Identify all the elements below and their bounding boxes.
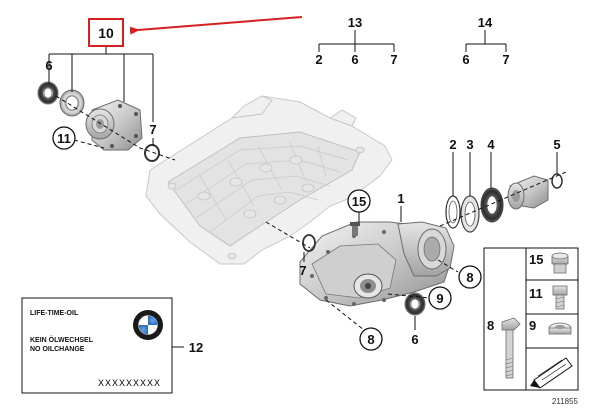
bolt-8-icon	[501, 317, 521, 379]
oil-pan-ghost	[145, 95, 393, 265]
shaft-parts-right	[445, 173, 563, 233]
callout-7-mid: 7	[299, 263, 306, 278]
o-ring-mid	[302, 234, 316, 252]
flange-housing	[85, 99, 143, 151]
callout-7-top: 7	[149, 122, 156, 137]
label-line-1: LIFE-TIME-OIL	[30, 310, 79, 317]
shim-ring	[445, 195, 461, 229]
bmw-logo	[133, 310, 163, 340]
callout-13: 13	[348, 15, 362, 30]
callout-11-circle: 11	[57, 131, 71, 146]
bolt-11-icon	[552, 285, 568, 310]
plug-15-icon	[551, 252, 569, 274]
direction-arrow-icon	[530, 357, 573, 389]
shaft-seal-top	[37, 81, 59, 105]
plug-9-icon	[548, 322, 572, 335]
callout-15-ring	[347, 189, 371, 213]
callout-13-sub-3: 7	[390, 52, 397, 67]
label-line-3: NO OILCHANGE	[30, 346, 85, 353]
callout-2: 2	[449, 137, 456, 152]
callout-9-ring	[428, 286, 452, 310]
red-arrow	[129, 16, 303, 35]
callout-14-sub-1: 6	[462, 52, 469, 67]
callout-11-ring	[52, 126, 76, 150]
legend-8: 8	[487, 318, 494, 333]
callout-6-bottom: 6	[411, 332, 418, 347]
callout-10: 10	[98, 25, 114, 41]
shaft-seal-bottom	[404, 292, 426, 316]
callout-numbers: 13 2 6 7 14 6 7 6 7 11 2 3 4 5 15 1 8 9 …	[45, 15, 560, 355]
callout-8-right: 8	[466, 270, 473, 285]
label-code: XXXXXXXXX	[98, 379, 161, 390]
bearing-top	[59, 89, 85, 117]
o-ring-top	[144, 144, 160, 162]
label-line-2: KEIN ÖLWECHSEL	[30, 335, 94, 344]
flange-assembly	[37, 81, 160, 162]
seal-ring	[460, 195, 480, 233]
highlight-10[interactable]: 10	[88, 18, 124, 47]
leader-lines	[48, 30, 567, 348]
callout-6-top: 6	[45, 58, 52, 73]
callout-8-right-ring	[458, 265, 482, 289]
radial-seal	[480, 187, 504, 223]
callout-3: 3	[466, 137, 473, 152]
callout-9-circle: 9	[436, 291, 443, 306]
callout-1: 1	[397, 191, 404, 206]
legend-15: 15	[529, 252, 543, 267]
callout-13-sub-1: 2	[315, 52, 322, 67]
legend-9: 9	[529, 318, 536, 333]
callout-4: 4	[487, 137, 495, 152]
callout-12: 12	[189, 340, 203, 355]
callout-14-sub-2: 7	[502, 52, 509, 67]
front-axle-differential	[299, 221, 455, 307]
callout-15-circle: 15	[352, 194, 366, 209]
callout-8-bottom: 8	[367, 332, 374, 347]
diagram-id: 211855	[552, 397, 579, 406]
hardware-legend: 15 11 8 9 211855	[483, 247, 579, 406]
oil-label-card: LIFE-TIME-OIL KEIN ÖLWECHSEL NO OILCHANG…	[21, 297, 173, 394]
callout-8-bottom-ring	[359, 327, 383, 351]
output-flange	[507, 175, 549, 210]
legend-11: 11	[529, 286, 543, 301]
callout-5: 5	[553, 137, 560, 152]
callout-13-sub-2: 6	[351, 52, 358, 67]
callout-14: 14	[478, 15, 493, 30]
